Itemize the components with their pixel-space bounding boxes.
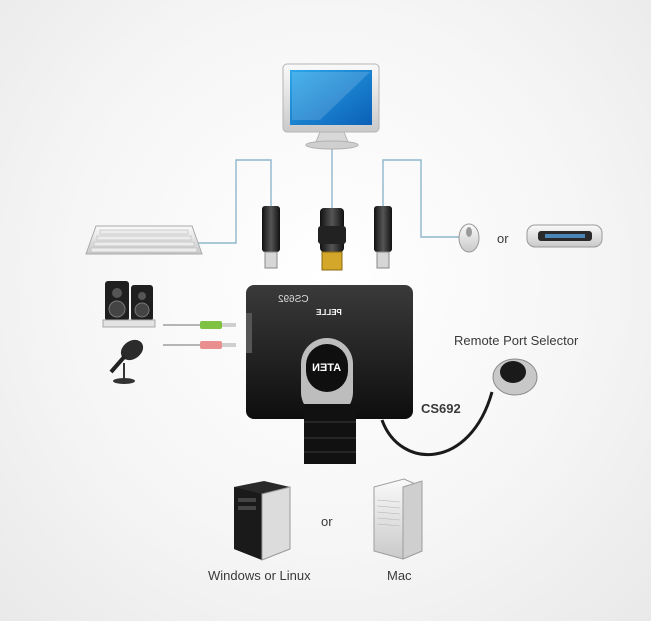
monitor-icon [282,63,380,150]
mouse-cable [382,159,460,238]
kvm-switch [246,285,413,464]
mouse-icon [458,223,480,253]
or-label-bottom: or [321,514,333,529]
or-label-top: or [497,231,509,246]
device-brand-logo: ATEN [312,362,342,374]
microphone-icon [109,339,144,384]
device-model-text: CS692 [278,294,309,305]
keyboard-cable [196,159,272,244]
model-label: CS692 [421,401,461,416]
mac-label: Mac [387,568,412,583]
mac-tower-icon [373,478,423,560]
hdmi-plug [318,208,346,271]
audio-cables [163,321,236,349]
connection-lines [196,147,460,244]
usb-plug-left [262,206,280,269]
device-panel-label: PELLE [316,308,342,317]
usb-plug-right [374,206,392,269]
windows-linux-label: Windows or Linux [208,568,311,583]
remote-port-selector-icon [492,358,538,396]
touchpad-icon [526,224,603,248]
remote-port-selector-label: Remote Port Selector [454,333,579,348]
remote-cable [380,391,494,456]
keyboard-icon [85,225,203,255]
pc-tower-icon [234,481,291,561]
speakers-icon [102,281,156,328]
